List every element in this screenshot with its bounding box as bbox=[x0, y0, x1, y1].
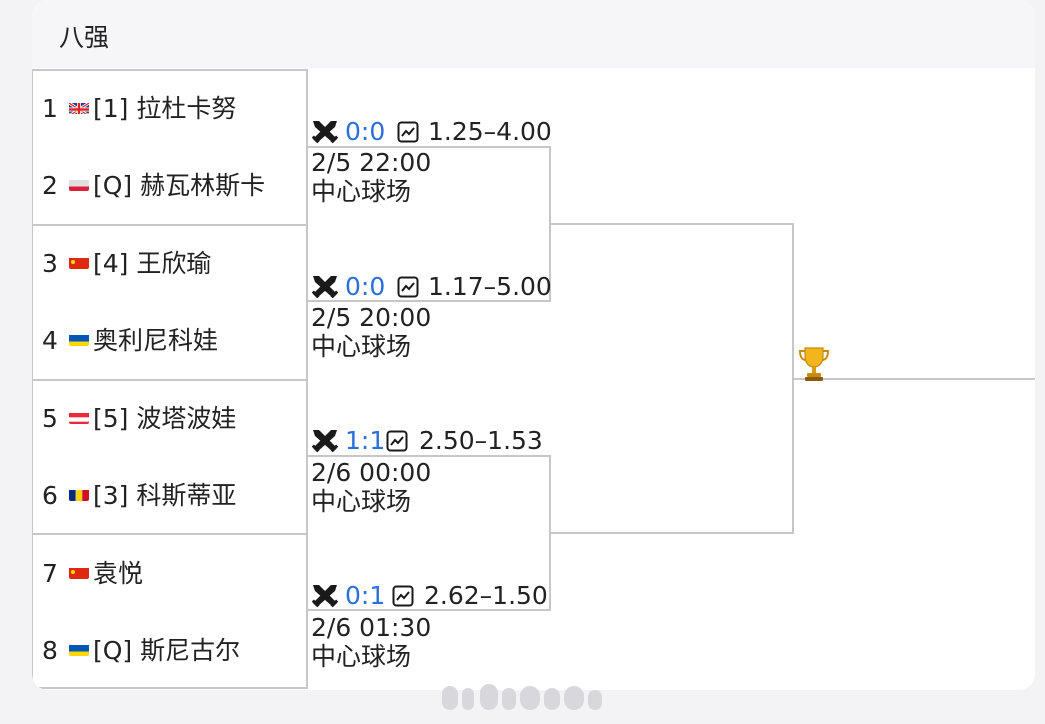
seed-number: 7 bbox=[42, 559, 58, 588]
bracket-connector bbox=[794, 378, 1035, 380]
bracket-card: 八强 1 [1] 拉杜卡努 2 [Q] 赫瓦林斯卡 3 [4] 王欣瑜 4 bbox=[32, 0, 1035, 690]
match-venue: 中心球场 bbox=[311, 642, 412, 671]
seed-number: 1 bbox=[42, 94, 58, 123]
bracket-connector bbox=[551, 532, 793, 534]
match-score: 1:1 bbox=[345, 426, 386, 455]
seed-number: 6 bbox=[42, 481, 58, 510]
player-name: [3] 科斯蒂亚 bbox=[93, 481, 237, 510]
poland-flag-icon bbox=[69, 178, 89, 191]
bracket-connector bbox=[308, 609, 550, 611]
round-title: 八强 bbox=[59, 23, 110, 52]
match-odds-value: 1.25–4.00 bbox=[428, 117, 552, 146]
divider bbox=[32, 379, 308, 381]
player-name: [Q] 斯尼古尔 bbox=[93, 636, 241, 665]
ukraine-flag-icon bbox=[69, 643, 89, 656]
romania-flag-icon bbox=[69, 488, 89, 501]
match-date: 2/6 00:00 bbox=[311, 458, 432, 487]
crossed-swords-icon bbox=[311, 121, 339, 144]
bracket-header: 八强 bbox=[32, 0, 1035, 68]
watermark bbox=[440, 680, 605, 714]
bracket-connector bbox=[549, 146, 551, 302]
player-row[interactable]: 2 [Q] 赫瓦林斯卡 bbox=[32, 147, 338, 224]
match-info: 2/6 01:30 中心球场 bbox=[311, 613, 431, 671]
trophy-icon bbox=[798, 347, 830, 381]
match-venue: 中心球场 bbox=[311, 332, 412, 361]
seed-number: 5 bbox=[42, 404, 58, 433]
divider bbox=[32, 69, 308, 71]
match-venue: 中心球场 bbox=[311, 177, 412, 206]
line-chart-icon bbox=[386, 430, 408, 452]
player-name: [5] 波塔波娃 bbox=[93, 404, 237, 433]
player-row[interactable]: 6 [3] 科斯蒂亚 bbox=[32, 457, 338, 534]
china-flag-icon bbox=[69, 256, 89, 269]
seed-number: 8 bbox=[42, 636, 58, 665]
bracket-connector bbox=[308, 300, 550, 302]
player-name: [Q] 赫瓦林斯卡 bbox=[93, 171, 266, 200]
match-odds-value: 1.17–5.00 bbox=[428, 272, 552, 301]
match-odds-value: 2.50–1.53 bbox=[419, 426, 543, 455]
match-info: 2/5 20:00 中心球场 bbox=[311, 303, 431, 361]
player-row[interactable]: 1 [1] 拉杜卡努 bbox=[32, 70, 338, 147]
match-score: 0:1 bbox=[345, 581, 386, 610]
match-date: 2/6 01:30 bbox=[311, 613, 432, 642]
match-odds[interactable]: 1:1 2.50–1.53 bbox=[310, 426, 550, 456]
crossed-swords-icon bbox=[311, 585, 339, 608]
bracket-connector bbox=[308, 146, 550, 148]
seed-number: 4 bbox=[42, 326, 58, 355]
match-odds[interactable]: 0:0 1.17–5.00 bbox=[310, 272, 552, 302]
player-name: [4] 王欣瑜 bbox=[93, 249, 212, 278]
seed-number: 2 bbox=[42, 171, 58, 200]
player-row[interactable]: 4 奥利尼科娃 bbox=[32, 302, 338, 379]
match-venue: 中心球场 bbox=[311, 487, 412, 516]
player-row[interactable]: 8 [Q] 斯尼古尔 bbox=[32, 612, 338, 689]
match-score: 0:0 bbox=[345, 272, 386, 301]
player-name: 袁悦 bbox=[93, 559, 144, 588]
uk-flag-icon bbox=[69, 101, 89, 114]
divider bbox=[32, 224, 308, 226]
player-row[interactable]: 5 [5] 波塔波娃 bbox=[32, 380, 338, 457]
bracket-connector bbox=[551, 223, 793, 225]
bracket-connector bbox=[308, 455, 550, 457]
austria-flag-icon bbox=[69, 411, 89, 424]
player-name: 奥利尼科娃 bbox=[93, 326, 219, 355]
match-score: 0:0 bbox=[345, 117, 386, 146]
divider bbox=[32, 687, 308, 689]
bracket-connector bbox=[792, 223, 794, 534]
match-date: 2/5 20:00 bbox=[311, 303, 432, 332]
match-date: 2/5 22:00 bbox=[311, 148, 432, 177]
bracket-connector bbox=[549, 455, 551, 611]
crossed-swords-icon bbox=[311, 276, 339, 299]
match-info: 2/5 22:00 中心球场 bbox=[311, 148, 431, 206]
player-name: [1] 拉杜卡努 bbox=[93, 94, 237, 123]
player-row[interactable]: 3 [4] 王欣瑜 bbox=[32, 225, 338, 302]
divider bbox=[32, 533, 308, 535]
match-info: 2/6 00:00 中心球场 bbox=[311, 458, 431, 516]
match-odds[interactable]: 0:0 1.25–4.00 bbox=[310, 117, 552, 147]
player-row[interactable]: 7 袁悦 bbox=[32, 535, 338, 612]
divider bbox=[32, 69, 33, 688]
china-flag-icon bbox=[69, 566, 89, 579]
line-chart-icon bbox=[392, 585, 414, 607]
match-odds[interactable]: 0:1 2.62–1.50 bbox=[310, 581, 550, 611]
seed-number: 3 bbox=[42, 249, 58, 278]
match-odds-value: 2.62–1.50 bbox=[424, 581, 548, 610]
crossed-swords-icon bbox=[311, 430, 339, 453]
line-chart-icon bbox=[397, 276, 419, 298]
line-chart-icon bbox=[397, 121, 419, 143]
ukraine-flag-icon bbox=[69, 333, 89, 346]
